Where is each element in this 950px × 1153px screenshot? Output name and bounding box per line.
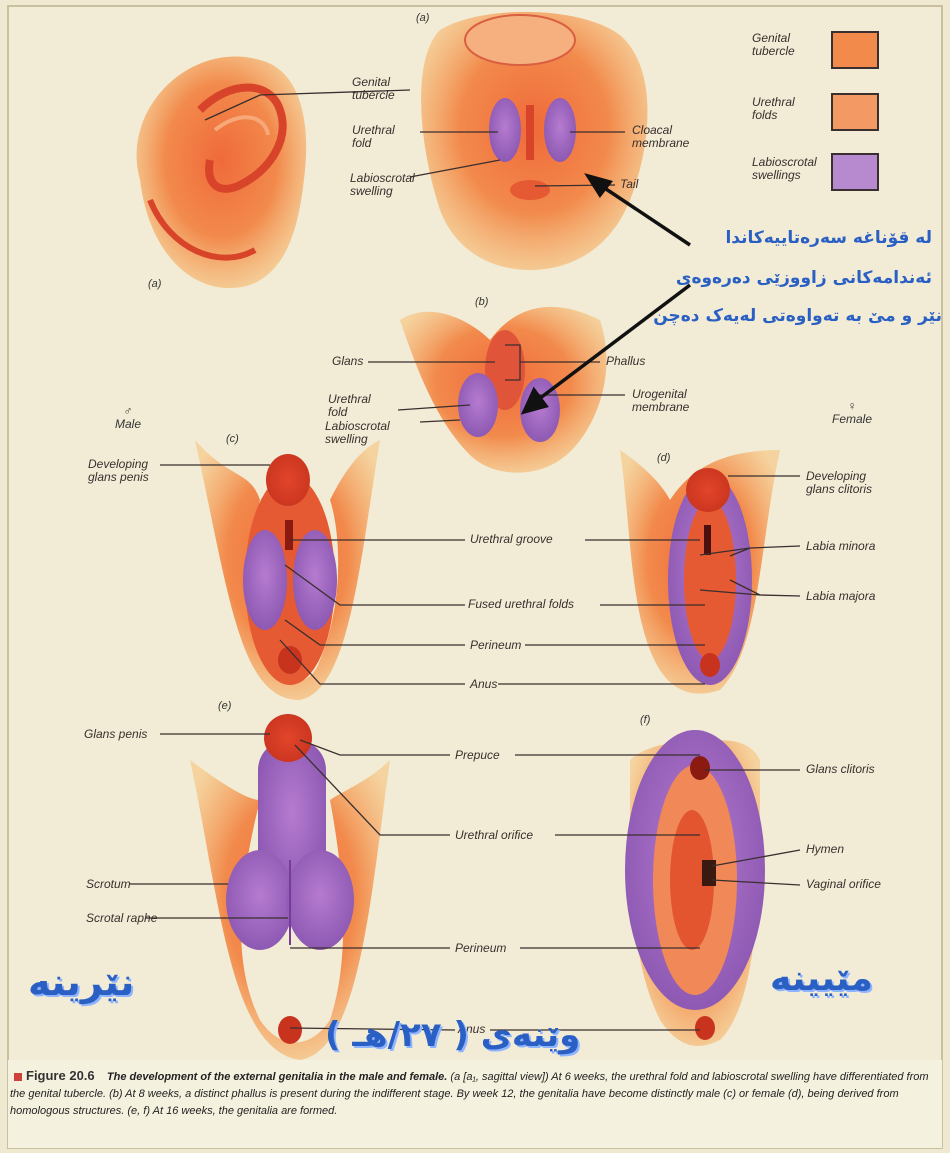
label-labia-minora: Labia minora [806, 540, 875, 553]
female-symbol-label: ♀ Female [822, 400, 882, 426]
label-anus-cd: Anus [470, 678, 497, 691]
panel-label-e: (e) [218, 700, 231, 712]
panel-label-b: (b) [475, 296, 488, 308]
label-phallus: Phallus [606, 355, 645, 368]
legend-swatch-genital-tubercle [832, 32, 878, 68]
label-glans: Glans [332, 355, 363, 368]
label-perineum-cd: Perineum [470, 639, 521, 652]
label-prepuce: Prepuce [455, 749, 500, 762]
panel-label-d: (d) [657, 452, 670, 464]
legend-label-urethral-folds: Urethral folds [752, 96, 795, 122]
label-developing-glans-clitoris: Developing glans clitoris [806, 470, 872, 496]
panel-label-f: (f) [640, 714, 650, 726]
label-scrotal-raphe: Scrotal raphe [86, 912, 157, 925]
label-urogenital-membrane: Urogenital membrane [632, 388, 689, 414]
label-scrotum: Scrotum [86, 878, 131, 891]
label-tail: Tail [620, 178, 638, 191]
label-perineum-ef: Perineum [455, 942, 506, 955]
panel-label-a-side: (a) [148, 278, 161, 290]
legend-label-genital-tubercle: Genital tubercle [752, 32, 795, 58]
caption-figure-label: Figure 20.6 [26, 1068, 95, 1083]
kurdish-female-label: مێیینە [770, 958, 873, 999]
label-glans-clitoris: Glans clitoris [806, 763, 875, 776]
kurdish-annotation-line-2: ئەندامەکانی زاووزێی دەرەوەی [676, 268, 932, 288]
label-urethral-groove: Urethral groove [470, 533, 553, 546]
label-urethral-fold-a: Urethral fold [352, 124, 395, 150]
male-symbol-label: ♂ Male [108, 405, 148, 431]
kurdish-male-label: نێرینە [28, 960, 134, 1004]
legend-swatch-labioscrotal [832, 154, 878, 190]
panel-label-c: (c) [226, 433, 239, 445]
label-developing-glans-penis: Developing glans penis [88, 458, 149, 484]
legend-swatch-urethral-folds [832, 94, 878, 130]
figure-caption: Figure 20.6 The development of the exter… [10, 1067, 940, 1120]
label-genital-tubercle: Genital tubercle [352, 76, 395, 102]
label-hymen: Hymen [806, 843, 844, 856]
label-vaginal-orifice: Vaginal orifice [806, 878, 881, 891]
label-glans-penis: Glans penis [84, 728, 147, 741]
panel-label-a-top: (a) [416, 12, 429, 24]
kurdish-figure-number: وێنەی ( ٢٧/هـ ) [325, 1015, 580, 1055]
kurdish-annotation-line-3: نێر و مێ بە تەواوەتی لەیەک دەچن [653, 306, 942, 326]
legend-label-labioscrotal: Labioscrotal swellings [752, 156, 817, 182]
label-cloacal-membrane: Cloacal membrane [632, 124, 689, 150]
kurdish-annotation-line-1: لە قۆناغە سەرەتاییەکاندا [725, 228, 932, 248]
label-urethral-fold-b: Urethral fold [328, 393, 371, 419]
label-labioscrotal-swelling-a: Labioscrotal swelling [350, 172, 415, 198]
label-labia-majora: Labia majora [806, 590, 875, 603]
label-labioscrotal-swelling-b: Labioscrotal swelling [325, 420, 390, 446]
label-fused-urethral-folds: Fused urethral folds [468, 598, 574, 611]
label-urethral-orifice: Urethral orifice [455, 829, 533, 842]
caption-title: The development of the external genitali… [107, 1071, 447, 1083]
